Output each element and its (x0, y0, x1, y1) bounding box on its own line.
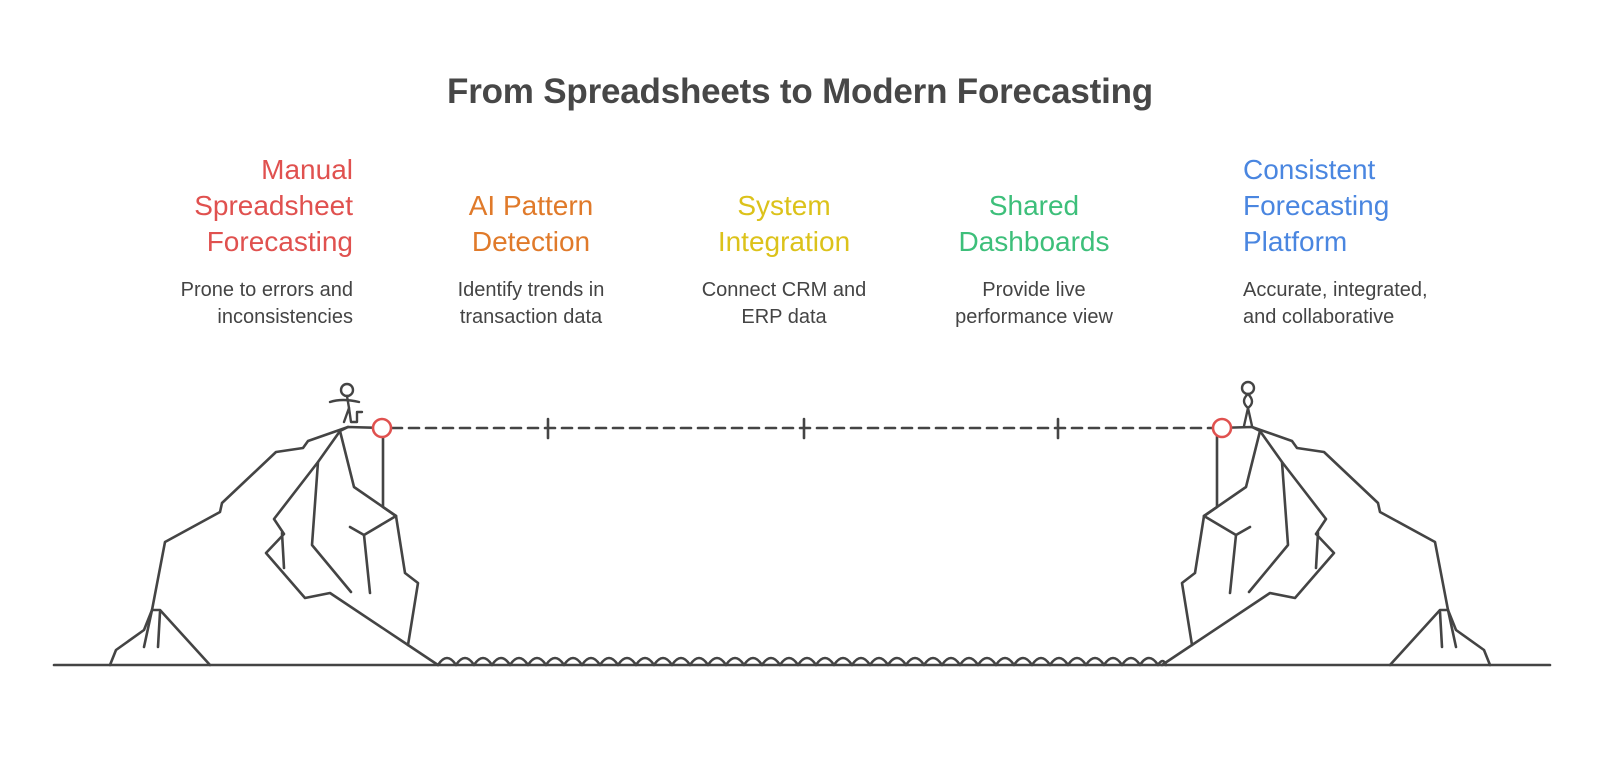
water-waves-icon (436, 656, 1168, 667)
stage-3-desc: Connect CRM and ERP data (701, 279, 867, 328)
end-point-marker (1211, 417, 1233, 439)
left-cliff-icon (108, 425, 440, 667)
stage-4-desc: Provide live performance view (955, 279, 1113, 328)
stage-5-desc: Accurate, integrated, and collaborative (1243, 279, 1428, 328)
stage-4-title: Shared Dashboards (958, 190, 1110, 257)
stage-1-desc: Prone to errors and inconsistencies (180, 279, 353, 328)
stage-5-title: Consistent Forecasting Platform (1243, 154, 1390, 257)
stage-2-desc: Identify trends in transaction data (457, 279, 605, 328)
person-standing-icon (1240, 380, 1256, 428)
person-sitting-icon (328, 382, 364, 424)
stage-2-title: AI Pattern Detection (468, 190, 594, 257)
stage-3-title: System Integration (717, 190, 851, 257)
stage-1-title: Manual Spreadsheet Forecasting (194, 154, 353, 257)
right-cliff-icon (1160, 425, 1492, 667)
start-point-marker (371, 417, 393, 439)
diagram-title: From Spreadsheets to Modern Forecasting (447, 72, 1153, 111)
